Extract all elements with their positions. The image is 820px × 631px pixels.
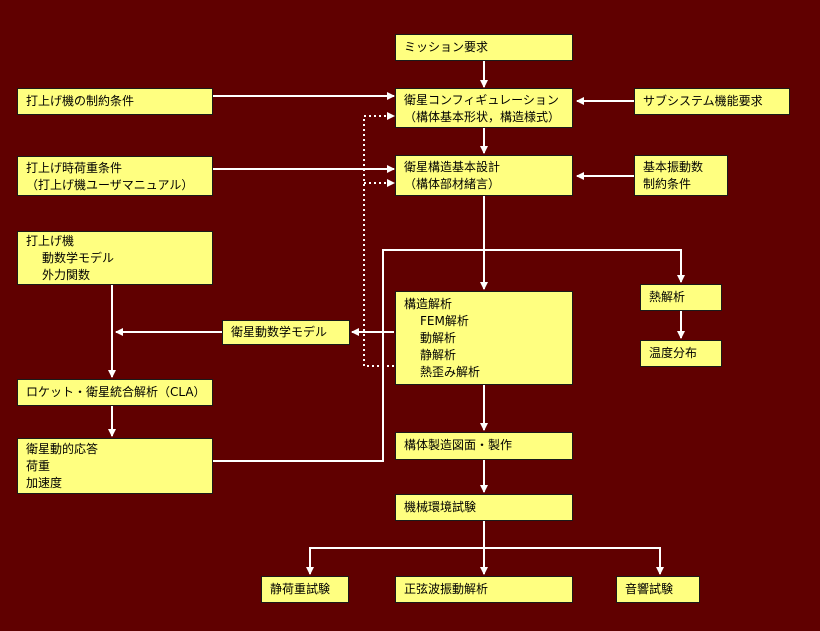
structure-basic-design-box: 衛星構造基本設計 （構体部材緒言） [395, 155, 573, 196]
arrow-to-acoustic [484, 547, 664, 575]
mechanical-environment-test-box: 機械環境試験 [395, 494, 573, 521]
acoustic-test-box: 音響試験 [616, 576, 700, 603]
manufacturing-box: 構体製造図面・製作 [395, 432, 573, 460]
satellite-configuration-box: 衛星コンフィギュレーション （構体基本形状，構造様式） [395, 88, 573, 128]
static-load-test-box: 静荷重試験 [261, 576, 349, 603]
sine-vibration-box: 正弦波振動解析 [395, 576, 573, 603]
thermal-analysis-box: 熱解析 [640, 284, 722, 311]
arrow-to-static-test [306, 547, 484, 575]
cla-box: ロケット・衛星統合解析（CLA） [17, 379, 213, 406]
temperature-distribution-box: 温度分布 [640, 340, 722, 367]
subsystem-requirement-box: サブシステム機能要求 [634, 88, 790, 115]
structural-analysis-box: 構造解析 FEM解析 動解析 静解析 熱歪み解析 [395, 291, 573, 385]
satellite-dynamic-model-box: 衛星動数学モデル [222, 320, 350, 345]
mission-requirement-box: ミッション要求 [395, 34, 573, 61]
dynamic-response-box: 衛星動的応答 荷重 加速度 [17, 438, 213, 494]
launcher-dynamic-model-box: 打上げ機 動数学モデル 外力関数 [17, 231, 213, 285]
arrow-to-thermal [484, 249, 685, 283]
arrow-response-to-analysis [213, 249, 484, 462]
launcher-constraint-box: 打上げ機の制約条件 [17, 88, 213, 115]
launch-load-condition-box: 打上げ時荷重条件 （打上げ機ユーザマニュアル） [17, 156, 213, 196]
dotted-feedback-line [363, 112, 395, 367]
vibration-constraint-box: 基本振動数 制約条件 [634, 155, 728, 196]
